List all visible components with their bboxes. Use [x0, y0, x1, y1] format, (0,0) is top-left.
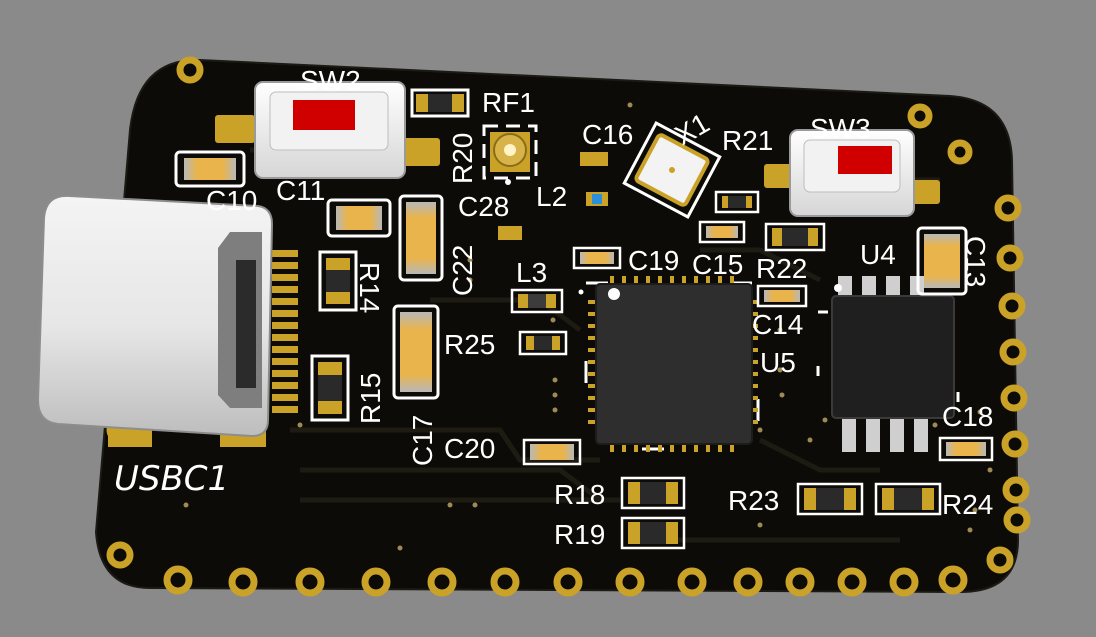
label-rf1: RF1: [482, 87, 535, 118]
label-c10: C10: [206, 185, 257, 216]
label-c28: C28: [458, 191, 509, 222]
usb-c-connector: [36, 194, 298, 447]
switch-sw2-actuator[interactable]: [293, 100, 355, 130]
label-r22: R22: [756, 253, 807, 284]
label-u4: U4: [860, 239, 896, 270]
passive-components: [174, 88, 994, 550]
label-r21: R21: [722, 125, 773, 156]
label-c13: C13: [960, 236, 991, 287]
label-r18: R18: [554, 479, 605, 510]
label-r14: R14: [354, 262, 385, 313]
label-u5: U5: [760, 347, 796, 378]
label-c15: C15: [692, 249, 743, 280]
label-sw3: SW3: [810, 113, 871, 144]
switch-sw2: [215, 81, 440, 179]
vias: [183, 102, 993, 551]
castellated-pads-bottom: [106, 541, 1014, 597]
silkscreen-labels: SW2 RF1 R20 C16 X1 R21 SW3 C10 C11 C28 L…: [114, 65, 993, 550]
label-c20: C20: [444, 433, 495, 464]
pcb-board: [94, 58, 1020, 594]
switch-sw3-actuator[interactable]: [838, 146, 892, 174]
label-l3: L3: [516, 257, 547, 288]
label-c11: C11: [276, 175, 325, 206]
label-sw2: SW2: [300, 65, 361, 96]
label-c22: C22: [447, 245, 478, 296]
label-r25: R25: [444, 329, 495, 360]
label-l2: L2: [536, 181, 567, 212]
rf-connector-rf1: [482, 124, 538, 185]
crystal-x1: [622, 121, 722, 219]
switch-sw3: [764, 129, 940, 217]
label-c16: C16: [582, 119, 633, 150]
label-r20: R20: [447, 133, 478, 184]
label-r15: R15: [355, 373, 386, 424]
label-r19: R19: [554, 519, 605, 550]
label-c14: C14: [752, 309, 803, 340]
label-c19: C19: [628, 245, 679, 276]
label-r24: R24: [942, 489, 993, 520]
mcu-u5: [578, 276, 760, 452]
label-c18: C18: [942, 401, 993, 432]
label-r23: R23: [728, 485, 779, 516]
label-usbc1: USBC1: [114, 459, 229, 499]
label-c17: C17: [407, 415, 438, 466]
ic-u4: [816, 276, 960, 452]
